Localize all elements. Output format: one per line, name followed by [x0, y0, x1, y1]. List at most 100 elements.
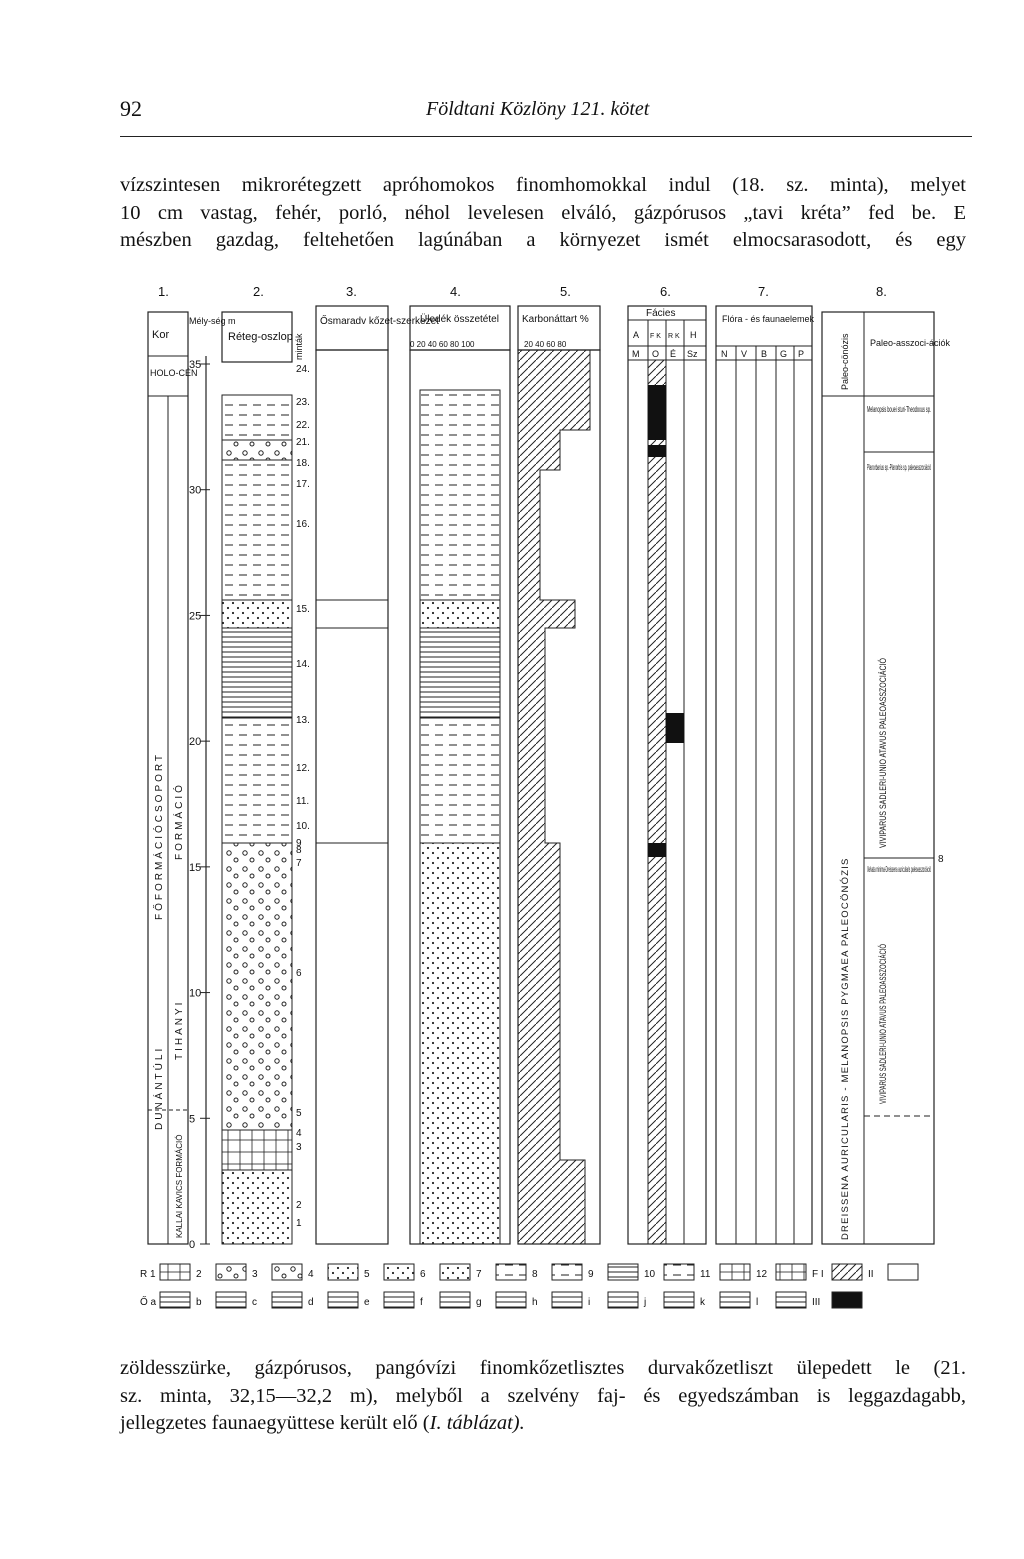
column-fossils: Ősmaradv kőzet-szerkezet: [315, 305, 439, 1245]
legend-swatch: [831, 1263, 863, 1281]
legend-label: b: [196, 1297, 202, 1308]
legend-swatch: [327, 1291, 359, 1309]
sample-label: 16.: [296, 519, 310, 530]
legend-swatch: [719, 1263, 751, 1281]
col-number-4: 4.: [450, 284, 461, 299]
legend-swatch: [159, 1263, 191, 1281]
depth-tick-label: 5: [189, 1113, 195, 1125]
legend-swatch: [663, 1263, 695, 1281]
legend-swatch: [607, 1291, 639, 1309]
legend-swatch: [775, 1291, 807, 1309]
sample-label: 11.: [296, 796, 309, 807]
facies-header: Fácies: [646, 308, 675, 319]
legend-swatch: [719, 1291, 751, 1309]
sample-label: 6: [296, 968, 302, 979]
column-kor: Kor HOLO-CÉN DUNÁNTÚLI FŐFORMÁCIÓCSOPORT…: [147, 311, 198, 1245]
lithology-header: Réteg-oszlop: [228, 331, 293, 343]
assoc-2: Planorbarius sp.-Planorbis sp. paleoassz…: [867, 463, 931, 472]
legend-swatch: [439, 1291, 471, 1309]
paragraph-line: 10 cm vastag, fehér, porló, néhol levele…: [120, 201, 966, 224]
flora-sub-v: V: [741, 349, 747, 359]
assoc-4: Valvata minima-Dreissena auricularis pal…: [867, 865, 931, 874]
legend-label: 6: [420, 1269, 426, 1280]
sample-label: 12.: [296, 763, 310, 774]
assoc-5: VIVIPARUS SADLERI-UNIO ATAVUS PALEOASSZO…: [878, 944, 888, 1104]
legend-swatch: [215, 1263, 247, 1281]
col-number-8: 8.: [876, 284, 887, 299]
sample-label: 23.: [296, 397, 310, 408]
paragraph-line: sz. minta, 32,15—32,2 m), melyből a szel…: [120, 1384, 966, 1407]
legend-swatch: [327, 1263, 359, 1281]
col-number-2: 2.: [253, 284, 264, 299]
col-number-6: 6.: [660, 284, 671, 299]
facies-sub-rk: R K: [668, 333, 680, 340]
paragraph-line: zöldesszürke, gázpórusos, pangóvízi fino…: [120, 1357, 966, 1379]
flora-sub-g: G: [780, 349, 787, 359]
legend-swatch: [607, 1263, 639, 1281]
assoc-side-mark: 8: [938, 854, 944, 865]
mintak-label: minták: [294, 333, 304, 360]
facies-sub-o: O: [652, 349, 659, 359]
column-flora-fauna: Flóra - és faunaelemek N V B G P: [715, 305, 815, 1245]
sample-label: 9: [296, 838, 302, 849]
legend-label: 4: [308, 1269, 314, 1280]
sample-label: 18.: [296, 458, 310, 469]
legend-swatch: [383, 1291, 415, 1309]
legend-swatch: [271, 1291, 303, 1309]
sample-label: 4: [296, 1128, 302, 1139]
legend-swatch: [383, 1263, 415, 1281]
sample-label: 14.: [296, 659, 310, 670]
paragraph-line: vízszintesen mikrorétegzett apróhomokos …: [120, 174, 966, 196]
sample-label: 7: [296, 858, 302, 869]
kor-vertical-3: TIHANYI: [174, 1000, 185, 1060]
top-paragraph: vízszintesen mikrorétegzett apróhomokos …: [120, 172, 966, 255]
sample-label: 24.: [296, 364, 310, 375]
legend-swatch: [495, 1291, 527, 1309]
assoc-3: VIVIPARUS SADLERI-UNIO ATAVUS PALEOASSZO…: [878, 658, 888, 848]
legend-label: III: [812, 1297, 820, 1308]
page-header: 92 Földtani Közlöny 121. kötet: [120, 96, 972, 137]
column-numbers: 1. 2. 3. 4. 5. 6. 7. 8.: [158, 284, 887, 299]
legend-label: e: [364, 1297, 370, 1308]
legend-label: d: [308, 1297, 314, 1308]
legend-label: f: [420, 1297, 423, 1308]
depth-tick-label: 30: [189, 485, 201, 497]
facies-sub-a: A: [633, 330, 639, 340]
flora-sub-b: B: [761, 349, 767, 359]
sample-label: 10.: [296, 821, 310, 832]
sample-label: 5: [296, 1108, 302, 1119]
journal-title: Földtani Közlöny 121. kötet: [426, 98, 650, 120]
legend-label: Ő a: [140, 1294, 157, 1308]
sample-labels: 24.23.22.21.18.17.16.15.14.13.12.11.10.9…: [296, 364, 310, 1229]
paleoassoc-header: Paleo-asszoci-ációk: [870, 338, 951, 348]
legend-label: 3: [252, 1269, 258, 1280]
legend-label: 7: [476, 1269, 482, 1280]
flora-sub-p: P: [798, 349, 804, 359]
column-paleo: Paleo-cönózis Paleo-asszoci-ációk DREISS…: [821, 311, 951, 1245]
legend-label: 12: [756, 1269, 768, 1280]
paragraph-text: jellegzetes faunaegyüttese került elő (: [120, 1412, 430, 1434]
depth-tick-label: 10: [189, 988, 201, 1000]
legend-label: R 1: [140, 1269, 156, 1280]
legend-swatch: [775, 1263, 807, 1281]
sample-label: 8: [296, 845, 302, 856]
legend-swatch: [271, 1263, 303, 1281]
legend-swatch: [551, 1291, 583, 1309]
legend-swatch: [495, 1263, 527, 1281]
sample-label: 2: [296, 1200, 302, 1211]
paragraph-line: jellegzetes faunaegyüttese került elő (I…: [120, 1410, 966, 1438]
legend-label: 2: [196, 1269, 202, 1280]
assoc-1: Melanopsis bouei sturi-Theodoxus sp.: [867, 405, 931, 414]
legend-label: 5: [364, 1269, 370, 1280]
depth-tick-label: 0: [189, 1239, 195, 1251]
column-carbonate: Karbonáttart % 20 40 60 80: [517, 305, 601, 1245]
legend-label: h: [532, 1297, 538, 1308]
facies-sub-m: M: [632, 349, 640, 359]
paragraph-line: mészben gazdag, feltehetően lagúnában a …: [120, 229, 966, 251]
sample-label: 3: [296, 1142, 302, 1153]
facies-sub-h: H: [690, 330, 697, 340]
legend-label: 8: [532, 1269, 538, 1280]
legend-label: 9: [588, 1269, 594, 1280]
